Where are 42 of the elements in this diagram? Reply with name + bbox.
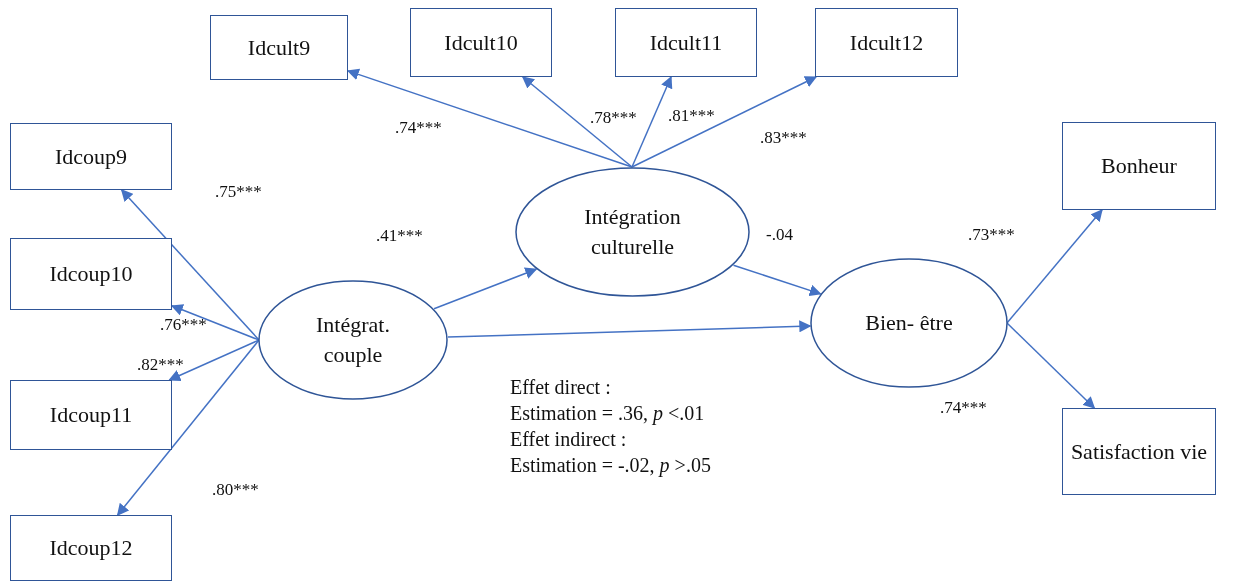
path-coefficient: .80*** (212, 480, 259, 500)
arrow (120, 189, 260, 341)
path-coefficient: .73*** (968, 225, 1015, 245)
path-coefficient: .76*** (160, 315, 207, 335)
observed-variable-box: Idcoup9 (10, 123, 172, 190)
observed-variable-box: Idcult11 (615, 8, 757, 77)
observed-variable-box: Idcoup11 (10, 380, 172, 450)
path-coefficient: .74*** (940, 398, 987, 418)
arrow (1006, 209, 1103, 324)
observed-variable-box: Idcult12 (815, 8, 958, 77)
effect-note: Effet indirect : (510, 428, 627, 451)
observed-variable-box: Idcoup10 (10, 238, 172, 310)
observed-variable-box: Idcult10 (410, 8, 552, 77)
observed-variable-box: Idcult9 (210, 15, 348, 80)
arrow (447, 320, 812, 338)
path-coefficient: .83*** (760, 128, 807, 148)
effect-note: Estimation = .36, p <.01 (510, 402, 705, 425)
observed-variable-box: Idcoup12 (10, 515, 172, 581)
variable-label: Intégration culturelle (583, 203, 682, 261)
observed-variable-box: Bonheur (1062, 122, 1216, 210)
path-coefficient: .78*** (590, 108, 637, 128)
path-coefficient: .82*** (137, 355, 184, 375)
path-coefficient: .75*** (215, 182, 262, 202)
arrow (521, 76, 633, 168)
path-coefficient: -.04 (766, 225, 793, 245)
arrow (433, 267, 538, 310)
path-coefficient: .81*** (668, 106, 715, 126)
observed-variable-box: Satisfaction vie (1062, 408, 1216, 495)
arrow (1006, 322, 1096, 409)
arrow (631, 76, 818, 168)
arrow (168, 339, 260, 382)
path-coefficient: .74*** (395, 118, 442, 138)
arrow (346, 68, 633, 168)
path-coefficient: .41*** (376, 226, 423, 246)
arrow (170, 304, 260, 341)
arrow (116, 339, 260, 516)
effect-note: Effet direct : (510, 376, 611, 399)
arrow (732, 264, 822, 297)
variable-label: Intégrat. couple (315, 311, 391, 369)
arrow (631, 75, 673, 168)
variable-label: Bien- être (865, 309, 953, 338)
effect-note: Estimation = -.02, p >.05 (510, 454, 711, 477)
